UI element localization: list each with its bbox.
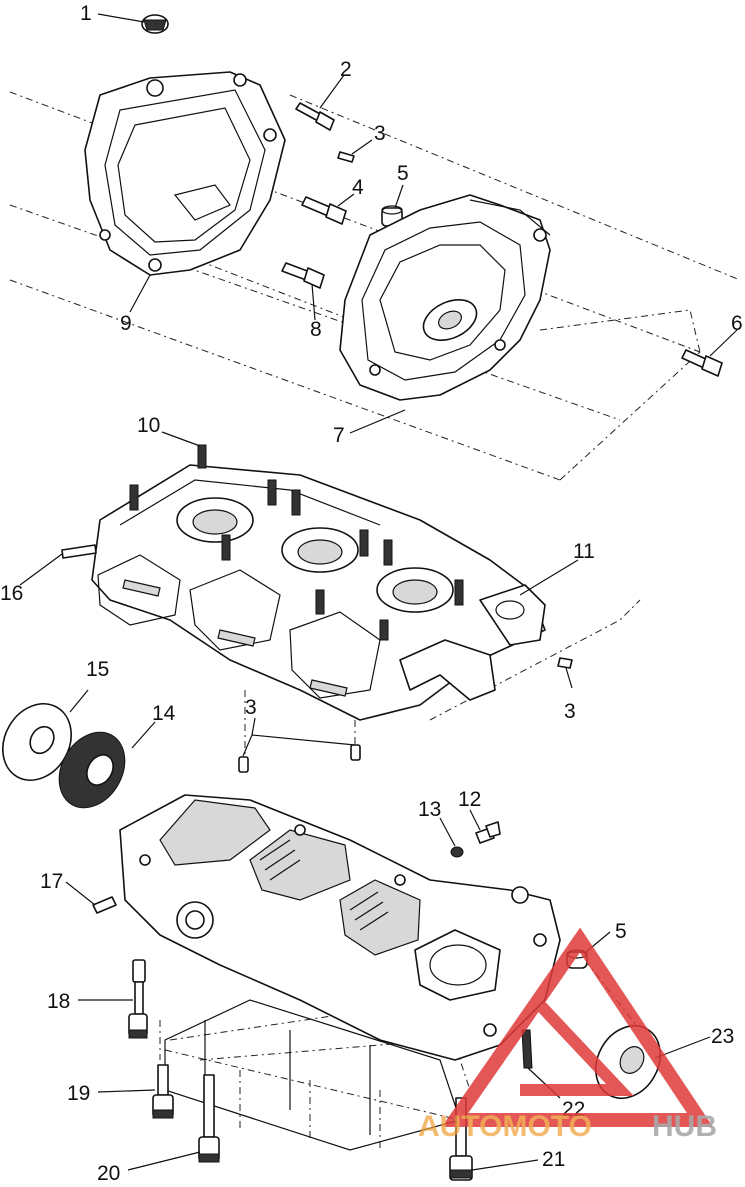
- bolt-part-8: [281, 262, 325, 289]
- bolt-part-2: [295, 102, 335, 131]
- dowel-pins-part-3-middle: [238, 744, 361, 773]
- stud-part-17: [92, 896, 117, 914]
- callout-10: 10: [137, 414, 160, 437]
- callout-5-lower: 5: [615, 920, 627, 943]
- pto-cover-part-7: [339, 194, 551, 401]
- callout-13: 13: [418, 798, 441, 821]
- callout-3-middle: 3: [245, 696, 257, 719]
- upper-crankcase-part-11: [91, 444, 546, 721]
- watermark-triangle-inner: [520, 1000, 634, 1096]
- callout-3-right: 3: [564, 700, 576, 723]
- callout-21: 21: [542, 1148, 565, 1171]
- callout-2: 2: [340, 58, 352, 81]
- magneto-housing-part-9: [84, 71, 286, 276]
- callout-15: 15: [86, 658, 109, 681]
- screw-part-12: [475, 821, 501, 844]
- callout-20: 20: [97, 1162, 120, 1185]
- callout-6: 6: [731, 312, 743, 335]
- washer-part-13: [450, 846, 464, 858]
- plug-part-1: [141, 14, 169, 34]
- watermark-triangle-outer: [441, 927, 714, 1127]
- callout-7: 7: [333, 424, 345, 447]
- callout-1: 1: [80, 2, 92, 25]
- dowel-pin-part-3-top: [337, 151, 355, 163]
- stud-part-22: [521, 1029, 533, 1069]
- callout-8: 8: [310, 318, 322, 341]
- callout-23: 23: [711, 1025, 734, 1048]
- stud-part-16: [61, 544, 97, 559]
- callout-17: 17: [40, 870, 63, 893]
- lower-crankcase: [119, 794, 561, 1151]
- bolt-part-20: [198, 1074, 220, 1163]
- callout-11: 11: [573, 540, 595, 563]
- callout-4: 4: [352, 176, 364, 199]
- bolt-part-4: [301, 196, 347, 225]
- callout-19: 19: [67, 1082, 90, 1105]
- callout-5-top: 5: [397, 162, 409, 185]
- callout-3-top: 3: [374, 122, 386, 145]
- oil-seal-part-14: [58, 731, 126, 809]
- callout-16: 16: [0, 582, 23, 605]
- callout-12: 12: [458, 788, 481, 811]
- bolt-part-19: [152, 1064, 174, 1119]
- leader-lines: [19, 13, 738, 1171]
- callout-14: 14: [152, 702, 176, 725]
- callout-18: 18: [47, 990, 70, 1013]
- watermark-brand-part1: AUTOMOTO: [418, 1110, 592, 1143]
- bolt-part-6: [681, 349, 723, 377]
- watermark-brand-part2: HUB: [652, 1110, 717, 1143]
- callout-9: 9: [120, 312, 132, 335]
- automotohub-watermark-logo: AUTOMOTO HUB: [418, 927, 717, 1143]
- washer-part-15: [2, 703, 72, 781]
- dowel-pin-part-3-right: [557, 657, 573, 669]
- bolt-part-18: [128, 959, 148, 1039]
